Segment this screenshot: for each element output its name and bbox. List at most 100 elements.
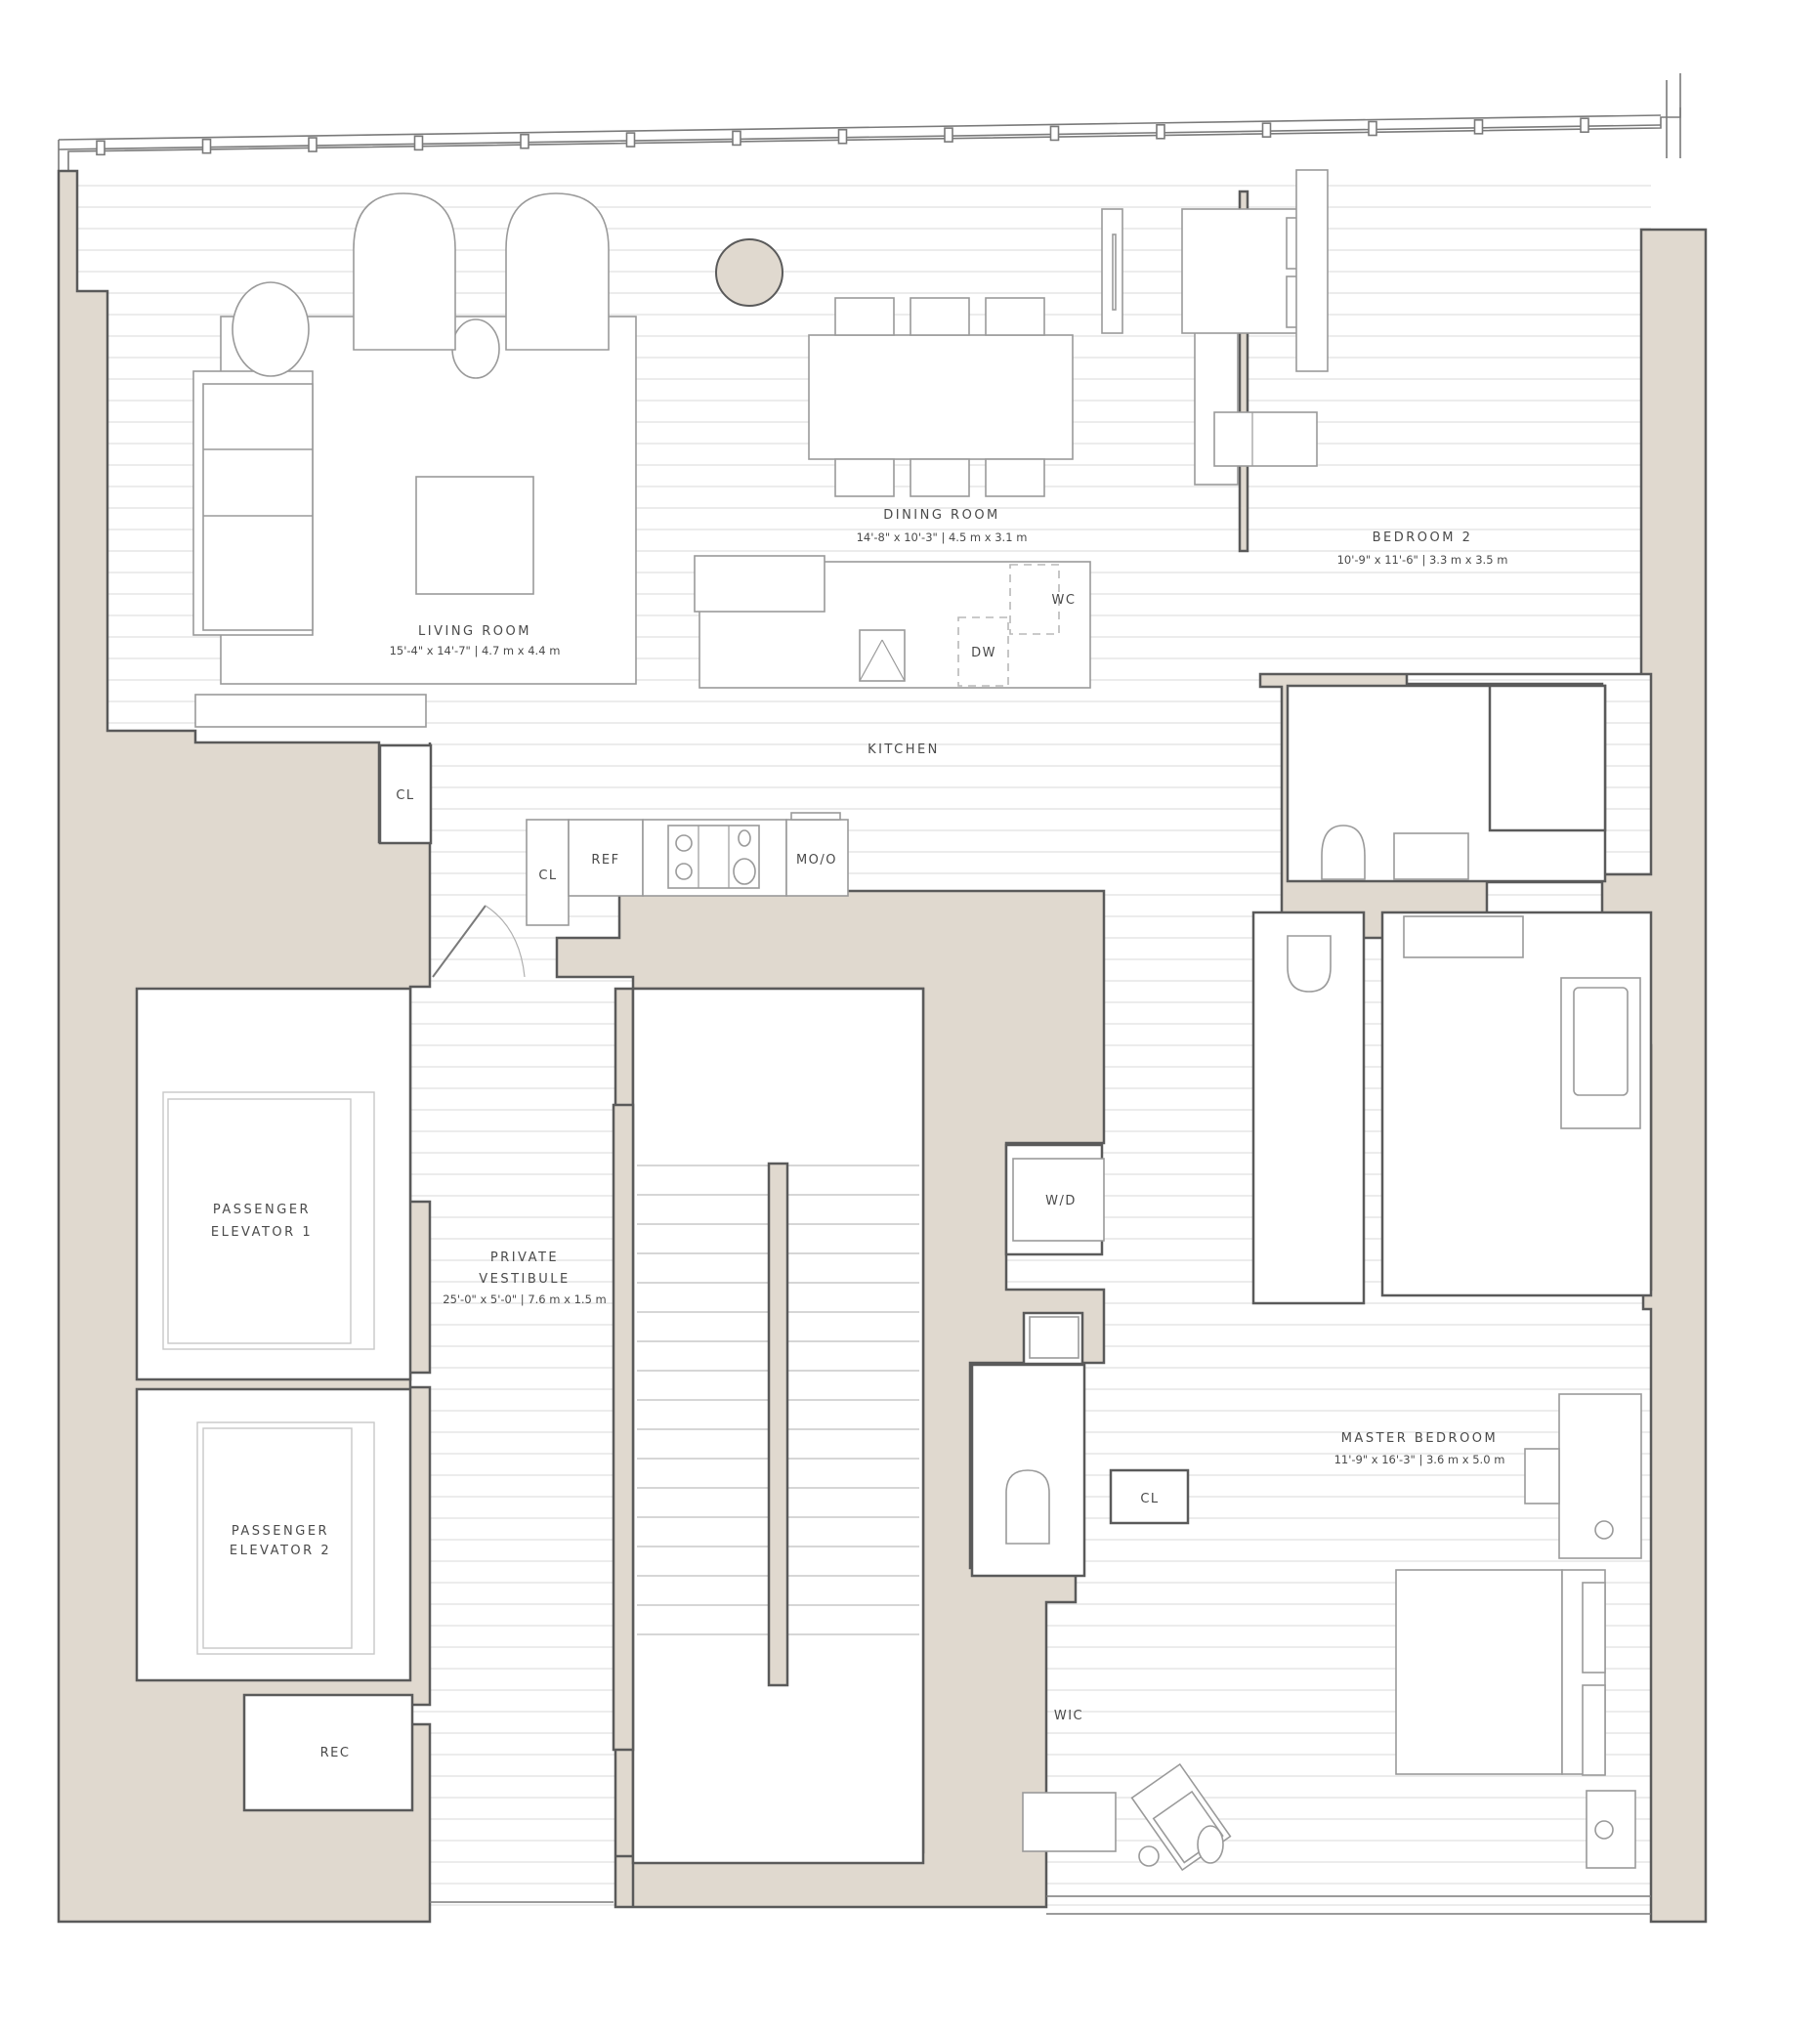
window-mullion	[1580, 117, 1589, 133]
wc-tag: WC	[1052, 593, 1077, 608]
bedroom2-furniture	[1101, 169, 1329, 467]
vestibule-dims: 25'-0" x 5'-0" | 7.6 m x 1.5 m	[443, 1292, 607, 1306]
living-furniture	[192, 192, 783, 728]
wall-right	[1258, 228, 1708, 1924]
toilet-powder	[1005, 1469, 1050, 1545]
window-mullion	[837, 128, 848, 145]
wd-unit	[1012, 1158, 1105, 1242]
bath-2-shower	[1488, 684, 1607, 832]
floor-lamp	[1138, 1845, 1160, 1867]
desk-chair	[1524, 1448, 1560, 1504]
tv-2	[1112, 233, 1117, 311]
curtain-wall-bottom	[430, 1895, 1651, 1915]
window-mullion	[1368, 120, 1377, 137]
kitchen-island	[694, 555, 1091, 689]
kitchen-counter	[526, 812, 849, 926]
induction-1	[738, 829, 751, 847]
kitchen-closet	[526, 819, 570, 926]
induction-2	[733, 858, 756, 885]
microwave-oven-tag: MO/O	[796, 853, 837, 868]
dining-chair	[985, 458, 1045, 497]
master-pillow-1	[1582, 1582, 1606, 1674]
elevator-2-car	[196, 1421, 375, 1655]
elevator-2-shaft	[135, 1387, 412, 1682]
dining-chair	[910, 297, 970, 336]
elevator-2-car-inner	[202, 1427, 353, 1649]
dining-chair	[985, 297, 1045, 336]
window-mullion	[944, 127, 953, 143]
window-mullion	[1049, 125, 1060, 142]
toilet-master	[1287, 935, 1332, 993]
closet-hall	[378, 743, 433, 845]
entry-door[interactable]	[432, 905, 526, 978]
lamp-master	[1594, 1820, 1614, 1840]
fixtures	[1005, 825, 1469, 1545]
dining-furniture	[808, 297, 1239, 497]
window-mullion	[1261, 122, 1272, 138]
living-room-dims: 15'-4" x 14'-7" | 4.7 m x 4.4 m	[390, 644, 561, 657]
burner-1	[675, 834, 693, 852]
master-bedroom-dims: 11'-9" x 16'-3" | 3.6 m x 5.0 m	[1334, 1453, 1505, 1466]
ref-tag: REF	[591, 853, 619, 868]
wic-tag: WIC	[1054, 1709, 1083, 1723]
elevator-1-label-1: PASSENGER	[213, 1203, 311, 1217]
rec-room	[242, 1693, 414, 1812]
dining-room-dims: 14'-8" x 10'-3" | 4.5 m x 3.1 m	[857, 530, 1028, 544]
tub-inner	[1573, 987, 1629, 1096]
side-table	[232, 281, 310, 377]
kitchen-label: KITCHEN	[868, 742, 940, 757]
closet-hall-tag: CL	[396, 788, 414, 803]
closet-master	[1109, 1468, 1190, 1525]
window-mullion	[308, 137, 317, 152]
window-mullion	[520, 133, 529, 149]
media-console	[194, 694, 427, 728]
powder-sink	[1029, 1316, 1079, 1359]
dw-tag: DW	[971, 646, 996, 660]
burner-2	[675, 863, 693, 880]
bed2-headboard	[1295, 169, 1329, 372]
wall-divider	[1238, 190, 1249, 553]
closet-kitchen-tag: CL	[538, 869, 557, 883]
dining-chair	[834, 458, 895, 497]
vestibule-label-1: PRIVATE	[490, 1250, 559, 1265]
washer-dryer-tag: W/D	[1045, 1194, 1077, 1208]
curtain-wall-top	[58, 73, 1681, 172]
dishwasher	[957, 616, 1009, 687]
sink-bath2	[1393, 832, 1469, 880]
vestibule-label-2: VESTIBULE	[479, 1272, 571, 1287]
elevator-1-car-inner	[167, 1098, 352, 1344]
window-mullion	[201, 138, 212, 154]
closet-2	[1213, 411, 1318, 467]
window-mullion	[625, 132, 636, 148]
hood-vent	[790, 812, 841, 821]
stair-rail	[767, 1162, 789, 1687]
elevator-2-label-2: ELEVATOR 2	[230, 1544, 331, 1558]
wic-bench	[1022, 1792, 1117, 1852]
toilet-bath2	[1321, 825, 1366, 880]
sofa-back	[202, 383, 314, 631]
elevator-2-label-1: PASSENGER	[232, 1524, 329, 1539]
master-pillow-2	[1582, 1684, 1606, 1776]
dining-chair	[834, 297, 895, 336]
bedroom-2-dims: 10'-9" x 11'-6" | 3.3 m x 3.5 m	[1337, 553, 1508, 567]
coffee-table	[415, 476, 534, 595]
bedroom-2-label: BEDROOM 2	[1373, 530, 1473, 545]
living-room-label: LIVING ROOM	[418, 624, 531, 639]
wine-cooler	[1009, 564, 1060, 635]
microwave-oven	[785, 819, 849, 897]
ottoman	[1197, 1825, 1224, 1864]
window-mullion	[413, 135, 424, 151]
island-top	[694, 555, 825, 613]
closet-master-tag: CL	[1140, 1492, 1159, 1506]
refrigerator	[568, 819, 644, 897]
walls	[57, 169, 1708, 1924]
window-mullions	[96, 117, 1589, 156]
vestibule-column-left	[612, 1103, 635, 1752]
armchair-2	[505, 192, 610, 351]
lamp-master-top	[1594, 1520, 1614, 1540]
armchair-1	[353, 192, 456, 351]
dining-table	[808, 334, 1074, 460]
island-sink	[859, 629, 906, 682]
small-side-table	[451, 318, 500, 379]
